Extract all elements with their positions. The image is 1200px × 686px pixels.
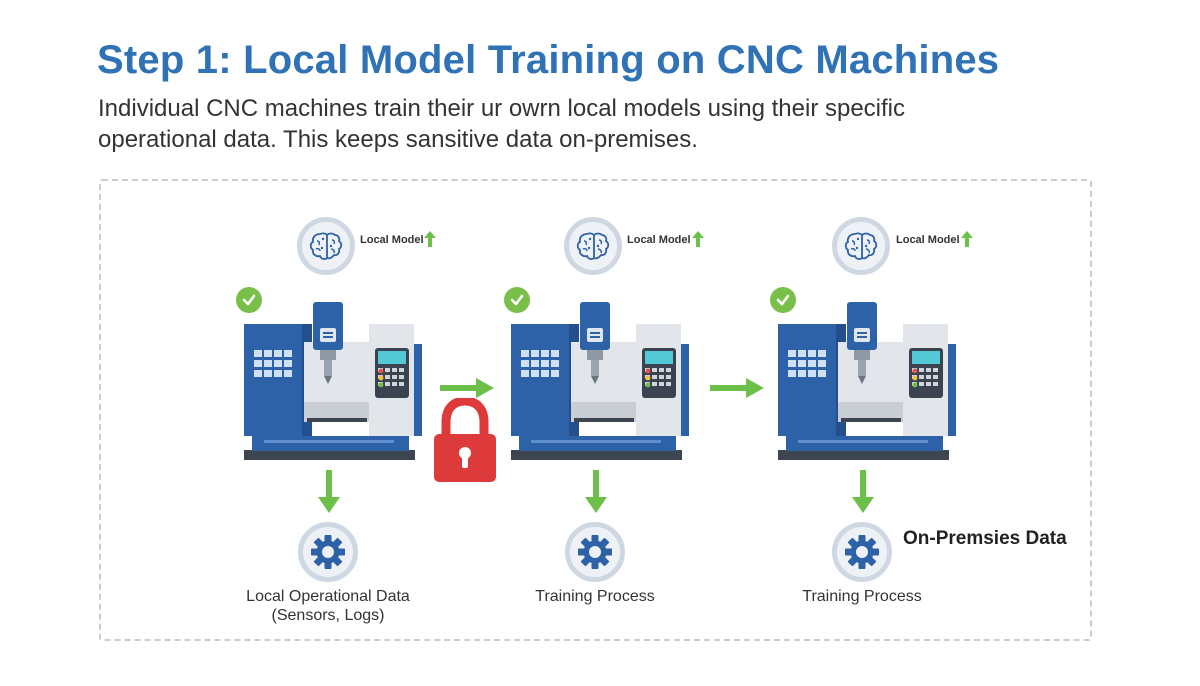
right-arrow-icon <box>710 378 764 398</box>
brain-icon <box>832 217 890 275</box>
caption-1: Local Operational Data (Sensors, Logs) <box>228 587 428 625</box>
down-arrow-icon <box>852 470 874 513</box>
page-subtitle: Individual CNC machines train their ur o… <box>98 93 998 155</box>
check-icon <box>236 287 262 313</box>
check-icon <box>504 287 530 313</box>
caption-1-line-2: (Sensors, Logs) <box>271 607 385 624</box>
caption-2: Training Process <box>495 587 695 606</box>
gear-icon <box>298 522 358 582</box>
lock-icon <box>434 398 496 482</box>
model-label-3: Local Model <box>896 234 960 246</box>
caption-2-line-1: Training Process <box>535 588 655 605</box>
caption-1-line-1: Local Operational Data <box>246 588 410 605</box>
caption-3: Training Process <box>762 587 962 606</box>
brain-icon <box>564 217 622 275</box>
subtitle-line-1: Individual CNC machines train their ur o… <box>98 95 906 122</box>
cnc-machine-icon <box>511 302 689 460</box>
check-icon <box>770 287 796 313</box>
up-arrow-icon <box>692 231 704 247</box>
down-arrow-icon <box>318 470 340 513</box>
cnc-machine-icon <box>244 302 422 460</box>
brain-icon <box>297 217 355 275</box>
model-label-2: Local Model <box>627 234 691 246</box>
model-label-1: Local Model <box>360 234 424 246</box>
down-arrow-icon <box>585 470 607 513</box>
caption-3-line-1: Training Process <box>802 588 922 605</box>
page-title: Step 1: Local Model Training on CNC Mach… <box>97 38 1000 82</box>
up-arrow-icon <box>961 231 973 247</box>
subtitle-line-2: operational data. This keeps sansitive d… <box>98 126 698 153</box>
up-arrow-icon <box>424 231 436 247</box>
cnc-machine-icon <box>778 302 956 460</box>
diagram-frame <box>99 179 1092 641</box>
right-arrow-icon <box>440 378 494 398</box>
gear-icon <box>565 522 625 582</box>
gear-icon <box>832 522 892 582</box>
on-premises-data-label: On-Premsies Data <box>903 528 1067 549</box>
